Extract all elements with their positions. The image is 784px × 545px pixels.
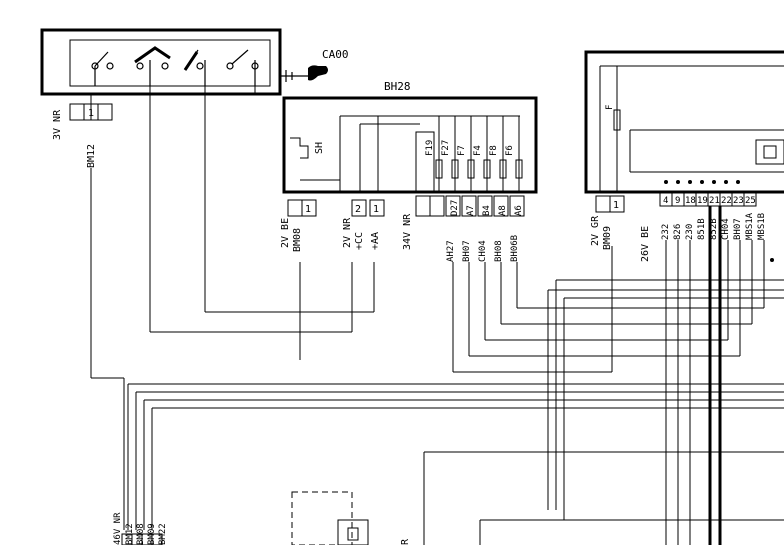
v26-pin-19: 19 — [697, 196, 708, 206]
connector-bm09: 1 2V GR BM09 — [590, 195, 625, 250]
right-control-unit: F — [584, 50, 784, 194]
v26-wire-bh07: BH07 — [733, 218, 743, 240]
connector-bm08: 1 2V BE BM08 — [280, 199, 317, 252]
v26-pin-25: 25 — [745, 196, 756, 206]
v26-wire-851b: 851B — [697, 218, 707, 240]
v26-wire-mbs1a: MBS1A — [745, 212, 755, 240]
v26-wire-826: 826 — [673, 224, 683, 240]
connector-34v: 34V NR D27 A7 B4 A8 A6 AH27 BH07 CH04 BH… — [402, 195, 525, 262]
v26-wire-232: 232 — [661, 224, 671, 240]
v26-wire-230: 230 — [685, 224, 695, 240]
v34-wire-bh07: BH07 — [462, 240, 472, 262]
bm08-spec: 2V BE — [280, 218, 291, 248]
v34-wire-ah27: AH27 — [446, 240, 456, 262]
fuse-box-label: BH28 — [384, 80, 411, 93]
v26-wire-852b: 852B — [709, 218, 719, 240]
v34-pin-b4: B4 — [482, 205, 492, 216]
fuse-box-bh28: BH28 SH F19 F27 F7 F4 F8 F6 — [282, 80, 538, 194]
v34-wire-bh08: BH08 — [494, 240, 504, 262]
v26-pin-18: 18 — [685, 196, 696, 206]
fuse-f19: F19 — [425, 140, 435, 156]
v34-pin-a7: A7 — [466, 205, 476, 216]
v34-pin-d27: D27 — [450, 200, 460, 216]
connector-bm12: 1 3V NR BM12 — [52, 103, 113, 168]
fuse-f27: F27 — [441, 140, 451, 156]
v46-wire-bm22: BM22 — [158, 523, 168, 545]
v26-pin-9: 9 — [675, 196, 680, 206]
v34-wire-bh06b: BH06B — [510, 235, 520, 262]
v34-pin-a6: A6 — [514, 205, 524, 216]
bm12-spec: 3V NR — [52, 109, 63, 140]
v26-pin-23: 23 — [733, 196, 744, 206]
v26-spec: 26V BE — [640, 226, 651, 262]
v34-spec: 34V NR — [402, 213, 413, 250]
connector-2v-nr: 2 1 2V NR +CC +AA — [342, 199, 385, 250]
v26-wire-mbs1b: MBS1B — [757, 213, 767, 240]
bm08-name: BM08 — [292, 228, 303, 252]
thick-wires — [708, 206, 722, 545]
v34-pin-a8: A8 — [498, 205, 508, 216]
bm08-pin: 1 — [305, 204, 311, 215]
v34-wire-ch04: CH04 — [478, 240, 488, 262]
bm12-name: BM12 — [86, 144, 97, 168]
connector-26v: 26V BE 4 9 18 19 21 22 23 25 232 826 230… — [640, 191, 767, 262]
bm09-pin: 1 — [613, 200, 619, 211]
wire-harness — [90, 86, 784, 545]
cc-pin-2: 2 — [355, 204, 361, 215]
junction-dots — [664, 180, 774, 262]
fuse-group — [415, 116, 523, 193]
v26-wire-ch04: CH04 — [721, 218, 731, 240]
cc-pin-1: 1 — [373, 204, 379, 215]
cc-wire-cc: +CC — [354, 232, 365, 250]
bottom-partial-label: R — [400, 538, 411, 545]
connector-46v: 46V NR BM12 BM08 BM09 BM22 — [113, 512, 168, 545]
ignition-connector-label: CA00 — [322, 48, 349, 61]
v26-pin-22: 22 — [721, 196, 732, 206]
cc-spec: 2V NR — [342, 217, 353, 248]
fuse-f7: F7 — [457, 145, 467, 156]
fuse-f6: F6 — [505, 145, 515, 156]
right-fuse-label: F — [605, 105, 615, 110]
shunt-label: SH — [314, 142, 325, 154]
bm09-spec: 2V GR — [590, 215, 601, 246]
v46-spec: 46V NR — [113, 512, 123, 545]
v26-pin-4: 4 — [663, 196, 668, 206]
v26-pin-21: 21 — [709, 196, 720, 206]
cc-wire-aa: +AA — [370, 232, 381, 250]
fuse-f8: F8 — [489, 145, 499, 156]
ignition-switch: CA00 — [40, 28, 349, 96]
bm09-name: BM09 — [602, 226, 613, 250]
fuse-f4: F4 — [473, 145, 483, 156]
bottom-component: R — [291, 491, 411, 545]
